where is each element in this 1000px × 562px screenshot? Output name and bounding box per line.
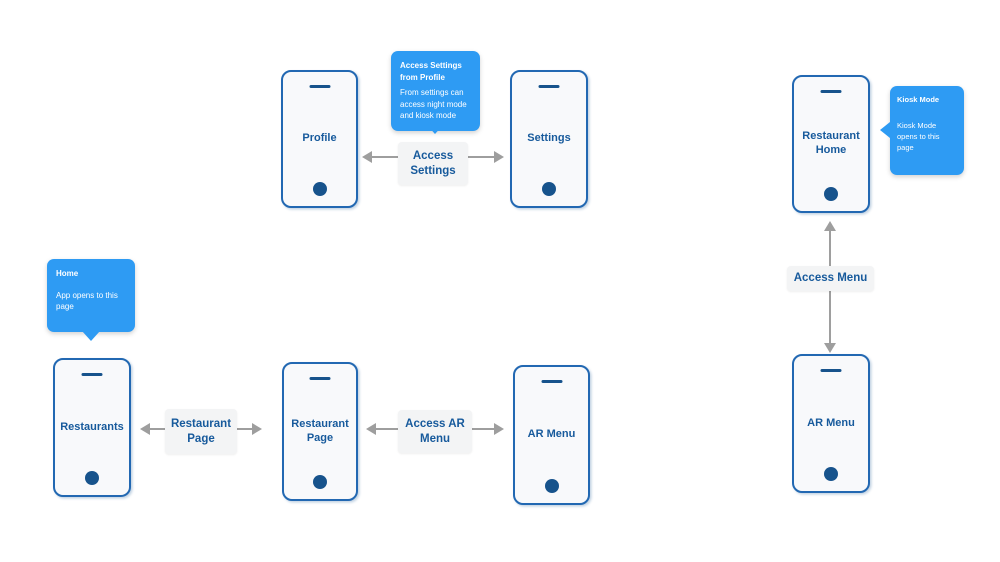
connector-label-text: Access Settings	[410, 149, 456, 177]
arrowhead-up-icon	[824, 221, 836, 231]
phone-screen-label: Restaurant Home	[802, 130, 860, 156]
phone-speaker-icon	[309, 85, 330, 88]
phone-screen-label: AR Menu	[807, 416, 855, 429]
arrow-line	[372, 156, 398, 158]
arrowhead-left-icon	[362, 151, 372, 163]
callout-body: Kiosk Mode opens to this page	[897, 120, 940, 152]
arrowhead-right-icon	[494, 423, 504, 435]
connector-label-text: Restaurant Page	[170, 417, 232, 445]
callout-title: Access Settings from Profile	[400, 61, 462, 82]
arrow-line	[150, 428, 165, 430]
phone-screen-label: Profile	[302, 132, 337, 145]
phone-node-ar-menu-right: AR Menu	[792, 354, 870, 493]
arrow-line	[472, 428, 494, 430]
phone-speaker-icon	[81, 373, 103, 376]
phone-home-button-icon	[313, 475, 327, 489]
arrowhead-right-icon	[252, 423, 262, 435]
phone-screen-label: Restaurants	[60, 420, 124, 433]
phone-home-button-icon	[312, 182, 327, 196]
phone-home-button-icon	[824, 187, 838, 201]
callout-kiosk-mode: Kiosk Mode Kiosk Mode opens to this page	[890, 86, 964, 175]
callout-pointer-down-icon	[426, 124, 444, 134]
phone-node-settings: Settings	[510, 70, 588, 208]
phone-node-restaurant-home: Restaurant Home	[792, 75, 870, 213]
arrowhead-right-icon	[494, 151, 504, 163]
connector-label-access-ar-menu: Access AR Menu	[398, 410, 472, 453]
phone-screen-label: Restaurant Page	[291, 417, 349, 444]
arrowhead-left-icon	[140, 423, 150, 435]
phone-speaker-icon	[820, 369, 842, 372]
phone-node-profile: Profile	[281, 70, 358, 208]
phone-speaker-icon	[541, 380, 562, 383]
connector-label-text: Access Menu	[793, 272, 868, 285]
phone-speaker-icon	[820, 90, 842, 93]
connector-label-text: Access AR Menu	[405, 417, 465, 445]
callout-body: App opens to this page	[56, 290, 118, 312]
phone-node-restaurants: Restaurants	[53, 358, 131, 497]
phone-screen-label: Settings	[527, 132, 571, 145]
arrow-line	[237, 428, 252, 430]
arrowhead-down-icon	[824, 343, 836, 353]
arrow-line	[376, 428, 398, 430]
callout-access-settings-from-profile: Access Settings from Profile From settin…	[391, 51, 480, 131]
phone-home-button-icon	[544, 479, 559, 493]
phone-home-button-icon	[85, 471, 99, 485]
connector-label-access-settings: Access Settings	[398, 142, 468, 185]
arrow-line	[468, 156, 494, 158]
phone-screen-label: AR Menu	[527, 428, 576, 441]
arrowhead-left-icon	[366, 423, 376, 435]
callout-pointer-down-icon	[82, 331, 100, 341]
callout-pointer-left-icon	[880, 122, 890, 138]
phone-speaker-icon	[538, 85, 560, 88]
phone-speaker-icon	[309, 377, 331, 380]
phone-node-restaurant-page: Restaurant Page	[282, 362, 358, 501]
callout-home: Home App opens to this page	[47, 259, 135, 332]
phone-home-button-icon	[542, 182, 556, 196]
phone-home-button-icon	[824, 467, 838, 481]
phone-node-ar-menu-bottom: AR Menu	[513, 365, 590, 505]
callout-body: From settings can access night mode and …	[400, 88, 467, 121]
connector-label-access-menu: Access Menu	[787, 266, 874, 291]
callout-title: Home	[56, 269, 79, 278]
callout-title: Kiosk Mode	[897, 95, 940, 104]
connector-label-restaurant-page: Restaurant Page	[165, 409, 237, 454]
